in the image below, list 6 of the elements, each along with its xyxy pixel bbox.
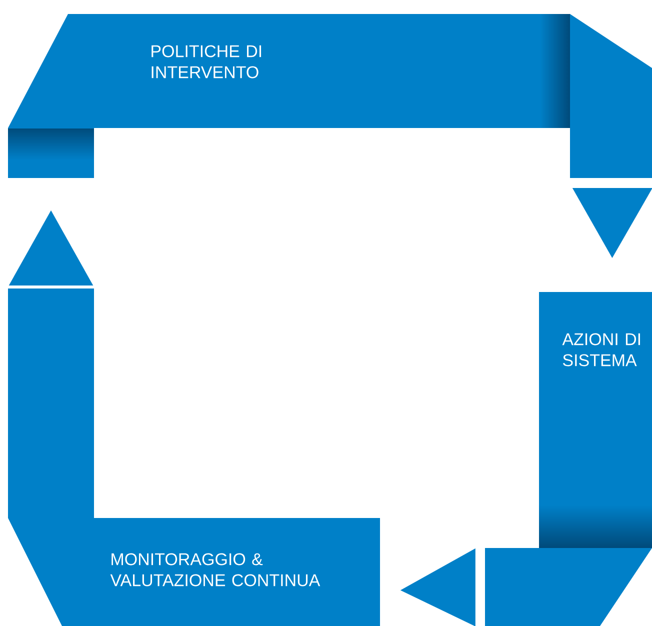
ribbon-band: POLITICHE DI INTERVENTO — [8, 14, 652, 178]
ribbon-arrow — [400, 548, 476, 626]
ribbon-band: MONITORAGGIO & VALUTAZIONE CONTINUA — [8, 518, 380, 626]
ribbon-arrow — [8, 210, 94, 518]
ribbon-band: AZIONI DI SISTEMA — [485, 292, 652, 626]
ribbon-arrow — [572, 188, 652, 258]
